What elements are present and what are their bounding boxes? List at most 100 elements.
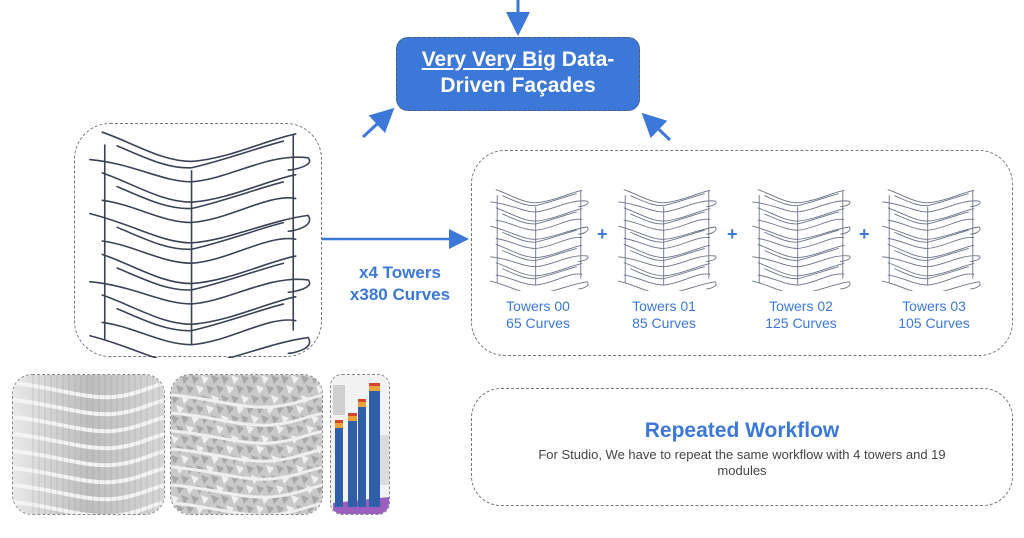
facade-panel <box>291 375 299 384</box>
sketch-curve <box>116 140 285 169</box>
facade-panel <box>171 395 179 404</box>
tower-name: Towers 01 <box>632 298 696 314</box>
sketch-curve <box>764 193 839 207</box>
sketch-curve <box>887 236 975 249</box>
facade-panel <box>276 505 284 514</box>
facade-panel <box>196 405 204 414</box>
tower-sketch-icon <box>618 189 717 295</box>
facade-panel <box>226 465 234 474</box>
facade-render-panels-image <box>170 374 323 515</box>
towers-heatmap-image <box>330 374 390 515</box>
facade-panel <box>266 385 274 394</box>
tower-name: Towers 03 <box>902 298 966 314</box>
facade-panel <box>181 375 189 384</box>
sketch-curve <box>116 181 285 210</box>
facade-panel <box>276 385 284 394</box>
sketch-curve <box>887 218 975 231</box>
sketch-curve <box>752 280 851 295</box>
sketch-curve <box>490 200 589 213</box>
facade-ribbon <box>171 501 322 514</box>
tower-label-0: Towers 00 65 Curves <box>483 298 593 332</box>
repeated-workflow-box: Repeated Workflow For Studio, We have to… <box>471 388 1013 506</box>
facade-panel <box>231 395 239 404</box>
facade-panel <box>226 505 234 514</box>
sketch-curve <box>752 225 851 240</box>
sketch-curve <box>752 200 851 213</box>
tower-item-0 <box>484 186 594 296</box>
heatmap-tower-top <box>335 420 343 428</box>
sketch-curve <box>757 218 845 231</box>
facade-panel <box>196 385 204 394</box>
facade-panel <box>281 395 289 404</box>
facade-panel <box>301 375 309 384</box>
facade-panel <box>221 475 229 484</box>
sketch-curve <box>757 236 845 249</box>
facade-panel <box>191 495 199 504</box>
facade-panel <box>231 495 239 504</box>
facade-panel <box>246 425 254 434</box>
sketch-curve <box>89 334 311 366</box>
title-rest: Data- <box>555 48 615 71</box>
facade-panel <box>226 405 234 414</box>
totals-summary: x4 Towers x380 Curves <box>330 262 470 306</box>
heatmap-tower-hotspot <box>369 383 380 386</box>
facade-panel <box>186 445 194 454</box>
facade-panel <box>186 405 194 414</box>
sketch-curve <box>502 211 577 225</box>
facade-panel <box>291 475 299 484</box>
sketch-curve <box>757 207 845 222</box>
facade-panel <box>296 425 304 434</box>
tower-name: Towers 00 <box>506 298 570 314</box>
workflow-title: Repeated Workflow <box>644 419 840 442</box>
tower-sketch-large <box>89 131 311 366</box>
facade-panel <box>241 375 249 384</box>
heatmap-tower-hotspot <box>335 420 343 423</box>
sketch-curve <box>882 200 981 213</box>
facade-panel <box>321 495 322 498</box>
facade-panel <box>316 385 322 394</box>
facade-panel <box>206 425 214 434</box>
sketch-curve <box>495 189 583 204</box>
facade-panel <box>181 495 189 504</box>
sketch-curve <box>887 189 975 204</box>
title-underlined: Very Very Big <box>421 48 556 71</box>
sketch-curve <box>887 273 975 286</box>
facade-panel <box>266 485 274 494</box>
facade-panel <box>301 475 309 484</box>
sketch-curve <box>757 262 845 277</box>
heatmap-tower-hotspot <box>358 399 366 402</box>
sketch-curve <box>502 266 577 280</box>
main-title-box: Very Very Big Data- Driven Façades <box>396 37 640 111</box>
facade-panel <box>296 465 304 474</box>
heatmap-tower <box>358 399 366 507</box>
facade-ribbon <box>171 465 322 481</box>
sketch-curve <box>623 207 711 222</box>
sketch-curve <box>116 303 285 332</box>
facade-panel <box>226 485 234 494</box>
sketch-curve <box>618 280 717 295</box>
sketch-curve <box>495 218 583 231</box>
sketch-curve <box>623 189 711 204</box>
facade-panel <box>266 445 274 454</box>
sketch-curve <box>630 193 705 207</box>
sketch-curve <box>882 255 981 268</box>
sketch-curve <box>490 255 589 268</box>
facade-panel <box>181 415 189 424</box>
facade-panel <box>291 395 299 404</box>
facade-panel <box>246 385 254 394</box>
facade-panel <box>281 495 289 504</box>
sketch-curve <box>490 280 589 295</box>
facade-panel <box>236 425 244 434</box>
sketch-curve <box>757 244 845 259</box>
plus-icon: + <box>727 224 738 244</box>
facade-panel <box>236 485 244 494</box>
facade-panel <box>271 395 279 404</box>
sketch-curve <box>757 189 845 204</box>
tower-curves: 105 Curves <box>898 315 970 331</box>
sketch-curve <box>495 236 583 249</box>
tower-sketch-icon <box>752 189 851 295</box>
facade-panel <box>286 445 294 454</box>
facade-panel <box>216 405 224 414</box>
facade-ribbon <box>171 483 322 499</box>
sketch-curve <box>89 156 311 183</box>
